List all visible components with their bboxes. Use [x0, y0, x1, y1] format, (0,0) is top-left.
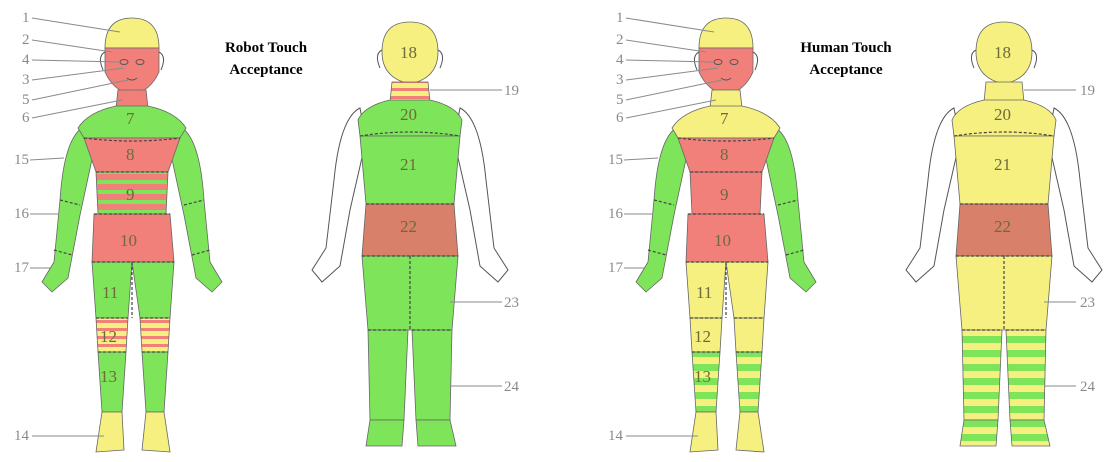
region-number: 13	[100, 367, 117, 386]
label-3: 3	[616, 72, 624, 88]
arm-region	[1048, 108, 1102, 282]
region-number: 22	[400, 217, 417, 236]
feet-region	[960, 420, 1050, 446]
region-number: 12	[694, 327, 711, 346]
region-14-right	[736, 412, 764, 452]
arm-region	[42, 128, 94, 292]
arm-region	[454, 108, 508, 282]
region-11-right	[132, 262, 174, 318]
region-11-right	[726, 262, 768, 318]
region-number: 7	[126, 109, 135, 128]
label-17: 17	[608, 260, 624, 276]
region-14-left	[690, 412, 718, 452]
arm-region	[312, 108, 366, 282]
region-24	[368, 330, 452, 420]
robot-title-line2: Acceptance	[229, 62, 303, 78]
region-number: 9	[126, 185, 135, 204]
label-3: 3	[22, 72, 30, 88]
robot-front-figure: 7 8 9 10 11 12 13 1 2 4 3 5 6 15 16 17 1…	[14, 10, 222, 452]
label-5: 5	[616, 92, 624, 108]
arm-region	[764, 128, 816, 292]
region-24	[962, 330, 1046, 420]
region-number: 10	[120, 231, 137, 250]
region-14-right	[142, 412, 170, 452]
label-23: 23	[1080, 295, 1095, 311]
label-14: 14	[608, 428, 624, 444]
region-12-right	[140, 318, 170, 352]
region-number: 9	[720, 185, 729, 204]
region-14-left	[96, 412, 124, 452]
region-number: 20	[994, 105, 1011, 124]
head-region	[699, 18, 753, 48]
label-23: 23	[504, 295, 519, 311]
label-1: 1	[616, 10, 624, 26]
label-24: 24	[1080, 379, 1096, 395]
region-12-right	[734, 318, 764, 352]
label-1: 1	[22, 10, 30, 26]
neck-region	[116, 90, 148, 108]
robot-back-figure: 18 20 21 22 19 23 24	[312, 22, 520, 446]
label-6: 6	[616, 110, 624, 126]
region-number: 8	[126, 145, 135, 164]
face-region	[699, 48, 753, 94]
arm-region	[636, 128, 688, 292]
human-title-line1: Human Touch	[800, 40, 892, 56]
region-number: 12	[100, 327, 117, 346]
head-region	[105, 18, 159, 48]
face-region	[105, 48, 159, 94]
label-16: 16	[14, 206, 30, 222]
region-13-right	[142, 352, 168, 412]
region-19	[390, 82, 430, 102]
region-number: 18	[994, 43, 1011, 62]
region-19	[984, 82, 1024, 102]
robot-title-line1: Robot Touch	[225, 40, 308, 56]
label-19: 19	[1080, 83, 1095, 99]
region-number: 7	[720, 109, 729, 128]
label-15: 15	[14, 152, 29, 168]
arm-region	[906, 108, 960, 282]
region-number: 8	[720, 145, 729, 164]
label-14: 14	[14, 428, 30, 444]
region-number: 18	[400, 43, 417, 62]
human-title-line2: Acceptance	[809, 62, 883, 78]
human-back-figure: 18 20 21 22 19 23 24	[906, 22, 1102, 446]
label-17: 17	[14, 260, 30, 276]
region-13-right	[736, 352, 762, 412]
label-6: 6	[22, 110, 30, 126]
region-number: 21	[994, 155, 1011, 174]
region-number: 10	[714, 231, 731, 250]
label-4: 4	[22, 52, 30, 68]
region-number: 21	[400, 155, 417, 174]
label-4: 4	[616, 52, 624, 68]
arm-region	[170, 128, 222, 292]
neck-region	[710, 90, 742, 108]
label-2: 2	[22, 32, 30, 48]
label-5: 5	[22, 92, 30, 108]
label-24: 24	[504, 379, 520, 395]
region-number: 11	[102, 283, 118, 302]
label-2: 2	[616, 32, 624, 48]
region-number: 11	[696, 283, 712, 302]
label-19: 19	[504, 83, 519, 99]
label-15: 15	[608, 152, 623, 168]
label-16: 16	[608, 206, 624, 222]
region-number: 22	[994, 217, 1011, 236]
feet-region	[366, 420, 456, 446]
region-number: 13	[694, 367, 711, 386]
region-number: 20	[400, 105, 417, 124]
human-front-figure: 7 8 9 10 11 12 13 1 2 4 3 5 6 15 16 17 1…	[608, 10, 816, 452]
